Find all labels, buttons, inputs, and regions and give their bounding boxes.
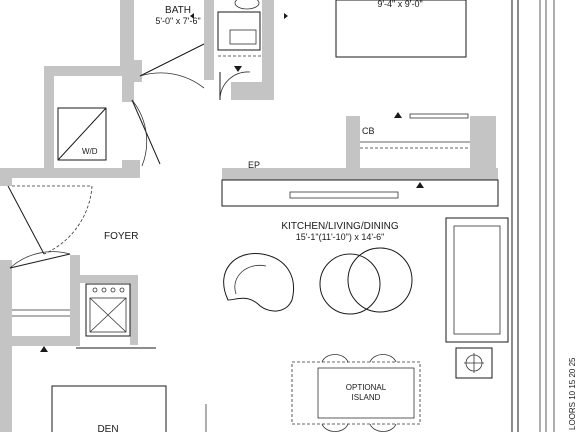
stool bbox=[321, 423, 349, 432]
stove bbox=[85, 283, 131, 337]
entry-door-swing bbox=[12, 185, 93, 255]
sink-basin bbox=[229, 29, 257, 45]
bath-dims: 5'-0" x 7'-6" bbox=[155, 16, 200, 26]
foyer-label: FOYER bbox=[104, 231, 138, 242]
vanity bbox=[217, 11, 261, 51]
walls bbox=[0, 0, 498, 432]
island-top bbox=[317, 367, 415, 419]
bath-label: BATH bbox=[165, 5, 191, 16]
arrow-marker bbox=[416, 182, 424, 188]
closet-door-swing bbox=[9, 251, 71, 269]
door-leaf bbox=[139, 43, 205, 77]
armchair-arm bbox=[234, 264, 267, 295]
washer-dryer-box bbox=[57, 107, 107, 161]
burner bbox=[101, 287, 107, 293]
kitchen-label: KITCHEN/LIVING/DINING bbox=[281, 221, 398, 232]
wall-segment bbox=[204, 0, 214, 80]
door-swing bbox=[139, 72, 205, 89]
wall-segment bbox=[0, 168, 12, 186]
laundry-door-swing bbox=[131, 99, 148, 167]
toilet bbox=[234, 0, 260, 10]
table-round bbox=[319, 253, 381, 315]
wall-segment bbox=[120, 0, 134, 70]
washer-dryer-diagonal bbox=[57, 107, 107, 161]
arrow-marker bbox=[284, 13, 288, 19]
burner bbox=[110, 287, 116, 293]
closet-door bbox=[9, 253, 71, 269]
stool bbox=[321, 354, 349, 363]
arrow-marker bbox=[394, 112, 402, 118]
side-note: LOORS 10 15 20 25 bbox=[568, 357, 576, 430]
wall-segment bbox=[262, 0, 274, 100]
arrow-marker bbox=[40, 346, 48, 352]
labels: BATH 5'-0" x 7'-6" 9'-4" x 9'-0" W/D CB … bbox=[82, 0, 576, 432]
entry-door bbox=[7, 185, 45, 255]
kitchen-counter bbox=[221, 179, 499, 207]
floor-outlet bbox=[455, 347, 493, 379]
bedroom-dims: 9'-4" x 9'-0" bbox=[377, 0, 422, 9]
wall-segment bbox=[44, 66, 134, 76]
kitchen-dims: 15'-1"(11'-10") x 14'-6" bbox=[296, 232, 385, 242]
stool bbox=[369, 423, 397, 432]
shelf bbox=[409, 113, 469, 119]
cabinet-label: CB bbox=[362, 126, 375, 136]
wall-segment bbox=[130, 275, 138, 345]
bed-outline bbox=[335, 0, 467, 58]
electrical-panel-label: EP bbox=[248, 160, 260, 170]
wall-segment bbox=[122, 66, 134, 102]
cooktop bbox=[289, 191, 399, 199]
sofa-seat bbox=[453, 225, 501, 335]
wall-segment bbox=[0, 336, 80, 346]
wall-segment bbox=[231, 82, 269, 100]
washer-dryer-label: W/D bbox=[82, 147, 98, 156]
wall-segment bbox=[44, 66, 54, 176]
arrow-marker bbox=[234, 66, 242, 72]
island-label-line2: ISLAND bbox=[352, 393, 381, 402]
sofa bbox=[445, 217, 509, 343]
den-outline bbox=[51, 385, 167, 432]
burner bbox=[119, 287, 125, 293]
armchair bbox=[223, 253, 294, 312]
oven-door bbox=[89, 297, 127, 333]
wall-segment bbox=[0, 168, 140, 178]
wall-segment bbox=[346, 116, 360, 172]
wall-segment bbox=[70, 255, 80, 345]
arrow-marker bbox=[190, 13, 194, 19]
table-round bbox=[347, 247, 413, 313]
island-label-line1: OPTIONAL bbox=[346, 383, 387, 392]
linework bbox=[7, 0, 555, 432]
wall-segment bbox=[70, 275, 136, 283]
burner bbox=[92, 287, 98, 293]
oven-diagonal bbox=[89, 297, 127, 333]
wall-segment bbox=[222, 168, 498, 180]
stool bbox=[369, 354, 397, 363]
den-label: DEN bbox=[97, 424, 118, 432]
